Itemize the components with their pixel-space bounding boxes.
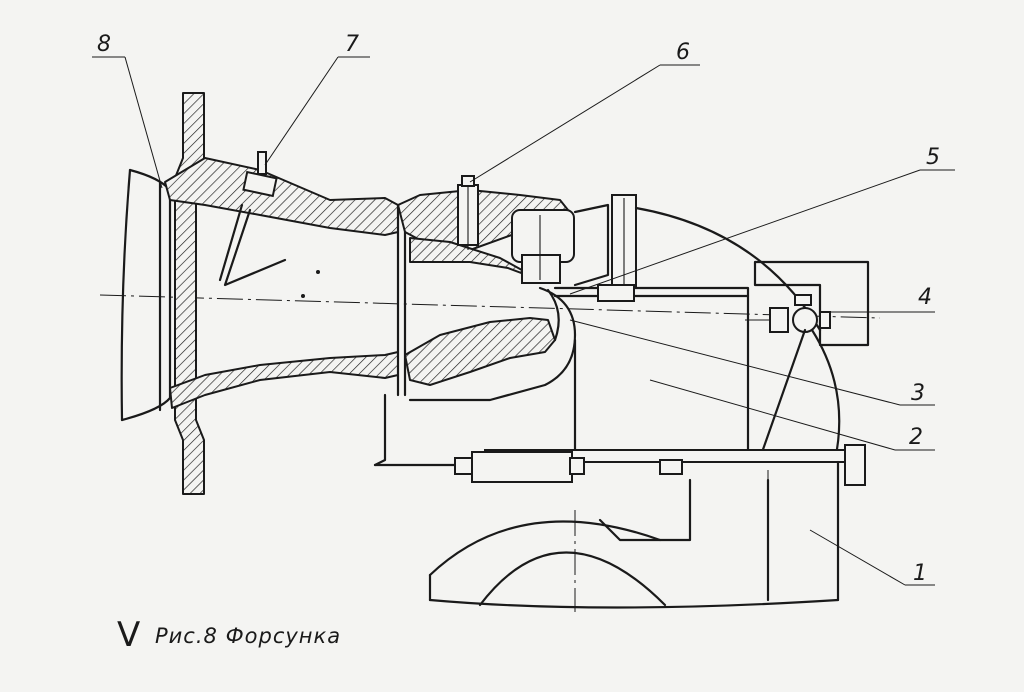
callout-8: 8 xyxy=(97,32,111,57)
callout-5: 5 xyxy=(926,145,940,170)
cylinder-rod xyxy=(373,393,585,483)
nozzle-body xyxy=(396,189,577,402)
speck xyxy=(301,294,305,298)
callout-2: 2 xyxy=(909,425,923,450)
pedestal-1 xyxy=(428,460,840,612)
callout-6: 6 xyxy=(676,40,690,65)
leader-lines xyxy=(92,56,955,586)
callout-7: 7 xyxy=(345,32,359,57)
caption-mark: V xyxy=(117,615,141,655)
speck xyxy=(316,270,320,274)
callout-4: 4 xyxy=(918,285,932,310)
wall-plate xyxy=(174,92,205,495)
igniter-probe-7 xyxy=(218,151,287,287)
diffuser-upper-wall xyxy=(164,157,399,236)
actuator-block xyxy=(511,209,575,284)
caption-text: Рис.8 Форсунка xyxy=(155,624,341,648)
bell-mouth-inlet xyxy=(120,168,172,422)
fitting-6 xyxy=(457,175,479,250)
center-axis xyxy=(99,294,881,319)
diffuser-lower-wall xyxy=(169,351,399,409)
callout-1: 1 xyxy=(913,561,927,586)
callout-3: 3 xyxy=(911,381,925,406)
support-strut xyxy=(758,328,841,462)
side-box-4 xyxy=(753,260,870,347)
